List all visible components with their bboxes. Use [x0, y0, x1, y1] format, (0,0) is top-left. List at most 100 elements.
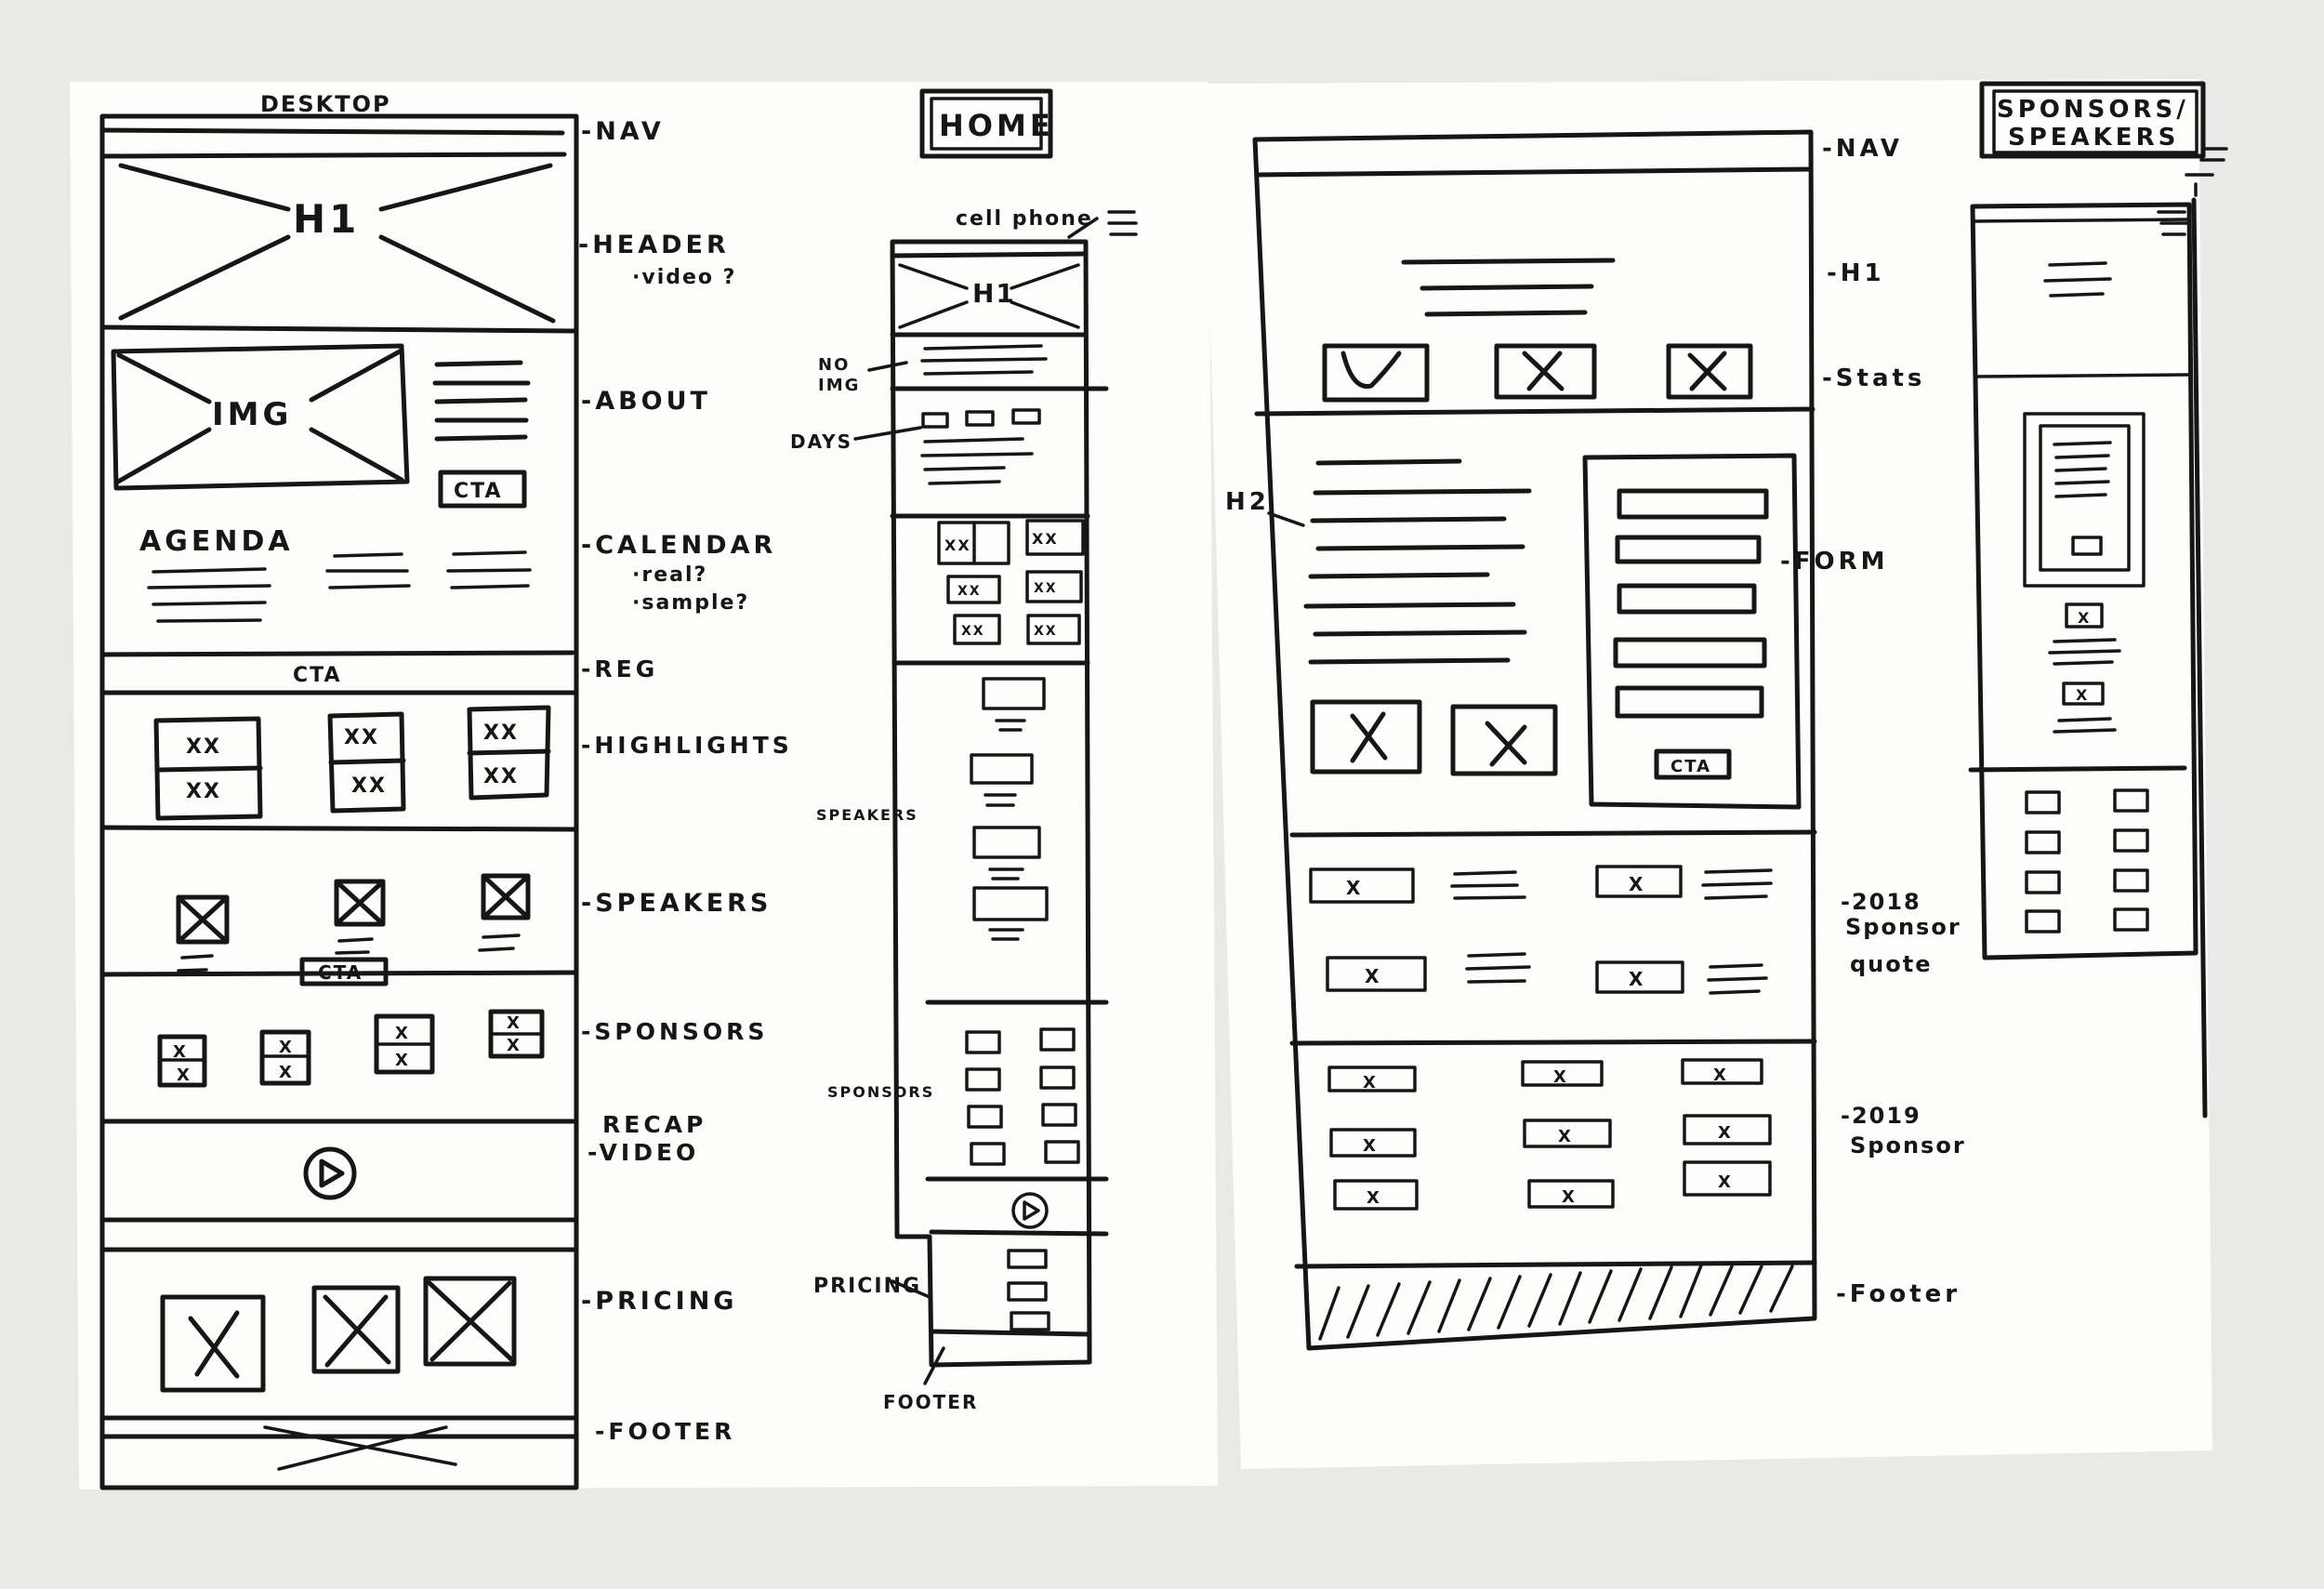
svg-text:XX: XX	[1034, 581, 1058, 596]
svg-text:X: X	[1718, 1123, 1733, 1143]
sponsors-speakers-title-box: SPONSORS/ SPEAKERS	[1979, 81, 2206, 159]
svg-text:X: X	[1562, 1187, 1577, 1207]
annotation-speakers: -SPEAKERS	[581, 889, 772, 918]
content-with-form: CTA	[1303, 453, 1802, 810]
home-title-box: HOME	[919, 88, 1054, 159]
annotation-r-nav: -NAV	[1822, 135, 1903, 163]
annotation-header: -HEADER	[578, 231, 730, 259]
hero-h1-text: H1	[293, 196, 360, 242]
svg-text:XX: XX	[944, 536, 971, 554]
sponsor-page-footer-hatch	[1318, 1264, 1794, 1341]
annotation-r-2018: -2018	[1841, 889, 1921, 915]
mobile-speakers-label: SPEAKERS	[816, 806, 918, 824]
annotation-sponsors: -SPONSORS	[581, 1018, 768, 1045]
svg-text:XX: XX	[483, 765, 519, 788]
svg-text:XX: XX	[351, 775, 387, 798]
home-title-text: HOME	[939, 108, 1054, 143]
svg-text:X: X	[1363, 1073, 1378, 1092]
annotation-pricing: -PRICING	[581, 1287, 737, 1316]
mobile-cellphone-label: cell phone	[956, 207, 1093, 231]
mobile-no-img-1: NO	[818, 355, 850, 375]
desktop-label: DESKTOP	[260, 91, 391, 117]
svg-text:X: X	[395, 1024, 410, 1043]
svg-text:X: X	[1365, 965, 1380, 987]
svg-text:X: X	[2078, 609, 2091, 627]
svg-text:XX: XX	[1032, 530, 1059, 548]
svg-text:XX: XX	[186, 735, 221, 759]
annotation-r-sponsor2: Sponsor	[1850, 1132, 1966, 1159]
svg-text:X: X	[1363, 1136, 1378, 1156]
sponsor-quotes: X X X X	[1309, 865, 1773, 995]
form-field-5[interactable]	[1615, 685, 1764, 719]
sponsor-page-desktop-wireframe: CTA X X X	[1252, 129, 1817, 1351]
annotation-r-quote: quote	[1850, 951, 1933, 977]
desktop-annotations: -NAV -HEADER ·video ? -ABOUT -CALENDAR ·…	[578, 117, 793, 1445]
annotation-calendar-note1: ·real?	[632, 563, 707, 587]
svg-text:X: X	[1367, 1188, 1381, 1208]
annotation-recap: RECAP	[602, 1111, 706, 1138]
svg-text:XX: XX	[961, 624, 985, 639]
annotation-about: -ABOUT	[581, 387, 711, 416]
form-field-4[interactable]	[1613, 637, 1767, 669]
recap-video-section	[303, 1146, 357, 1200]
svg-text:X: X	[279, 1038, 294, 1057]
stats-row	[1322, 343, 1753, 403]
mobile-sponsors-label: SPONSORS	[827, 1083, 934, 1101]
svg-text:X: X	[1346, 877, 1362, 899]
svg-text:X: X	[395, 1051, 410, 1070]
reg-cta-text: CTA	[293, 664, 341, 687]
annotation-highlights: -HIGHLIGHTS	[581, 732, 793, 759]
mobile-h1-text: H1	[972, 278, 1016, 309]
form-field-2[interactable]	[1615, 535, 1762, 564]
mobile-days-label: DAYS	[790, 430, 852, 453]
highlights-section: XX XX XX XX XX XX	[153, 705, 551, 821]
annotation-header-note: ·video ?	[632, 266, 736, 289]
svg-text:X: X	[1553, 1067, 1568, 1087]
form-panel: CTA	[1582, 453, 1802, 810]
svg-text:XX: XX	[957, 584, 982, 599]
svg-text:X: X	[279, 1063, 294, 1082]
svg-text:XX: XX	[483, 722, 519, 745]
annotation-calendar: -CALENDAR	[581, 531, 776, 560]
right-paper-sheet: SPONSORS/ SPEAKERS	[1204, 79, 2228, 1469]
annotation-footer: -FOOTER	[595, 1418, 735, 1445]
svg-text:XX: XX	[1034, 624, 1058, 639]
svg-text:X: X	[2076, 686, 2089, 704]
annotation-nav: -NAV	[581, 117, 665, 146]
annotation-video: -VIDEO	[588, 1139, 699, 1166]
form-field-3[interactable]	[1617, 583, 1757, 615]
svg-text:X: X	[1558, 1127, 1573, 1146]
mobile-no-img-2: IMG	[818, 376, 860, 395]
svg-text:XX: XX	[344, 726, 379, 749]
svg-text:X: X	[1629, 968, 1644, 990]
svg-text:X: X	[507, 1036, 522, 1055]
left-paper-sheet: DESKTOP H1 IMG	[70, 82, 1218, 1490]
svg-text:X: X	[507, 1013, 522, 1033]
annotation-r-form: -FORM	[1780, 548, 1889, 576]
footer-placeholder	[263, 1425, 457, 1471]
annotation-r-2019: -2019	[1841, 1103, 1921, 1129]
sponsor-logo-grid: X X X X X X X X X	[1327, 1058, 1772, 1211]
form-cta-button[interactable]: CTA	[1654, 748, 1732, 780]
annotation-r-h1: -H1	[1827, 259, 1885, 287]
svg-text:X: X	[173, 1042, 188, 1062]
annotation-r-stats: -Stats	[1822, 364, 1925, 392]
sponsor-page-mobile-wireframe: X X	[1968, 147, 2228, 1119]
about-section: IMG CTA	[111, 343, 531, 509]
form-field-1[interactable]	[1617, 488, 1769, 520]
svg-text:X: X	[1713, 1066, 1728, 1085]
form-cta-text: CTA	[1670, 757, 1711, 776]
annotation-r-sponsor1: Sponsor	[1845, 914, 1961, 940]
svg-text:X: X	[1718, 1172, 1733, 1192]
sponsors-section: X X X X X X X X	[157, 1009, 545, 1088]
header-hero-placeholder: H1	[118, 163, 556, 324]
annotation-calendar-note2: ·sample?	[632, 591, 749, 615]
agenda-section: AGENDA	[139, 525, 532, 623]
about-cta-text: CTA	[454, 480, 502, 503]
annotation-r-footer: -Footer	[1836, 1280, 1961, 1308]
svg-text:X: X	[1629, 873, 1644, 895]
sponsors-speakers-title-line1: SPONSORS/	[1997, 96, 2189, 124]
annotation-r-h2: H2	[1225, 488, 1270, 516]
agenda-text: AGENDA	[139, 525, 294, 558]
about-img-text: IMG	[212, 396, 292, 433]
